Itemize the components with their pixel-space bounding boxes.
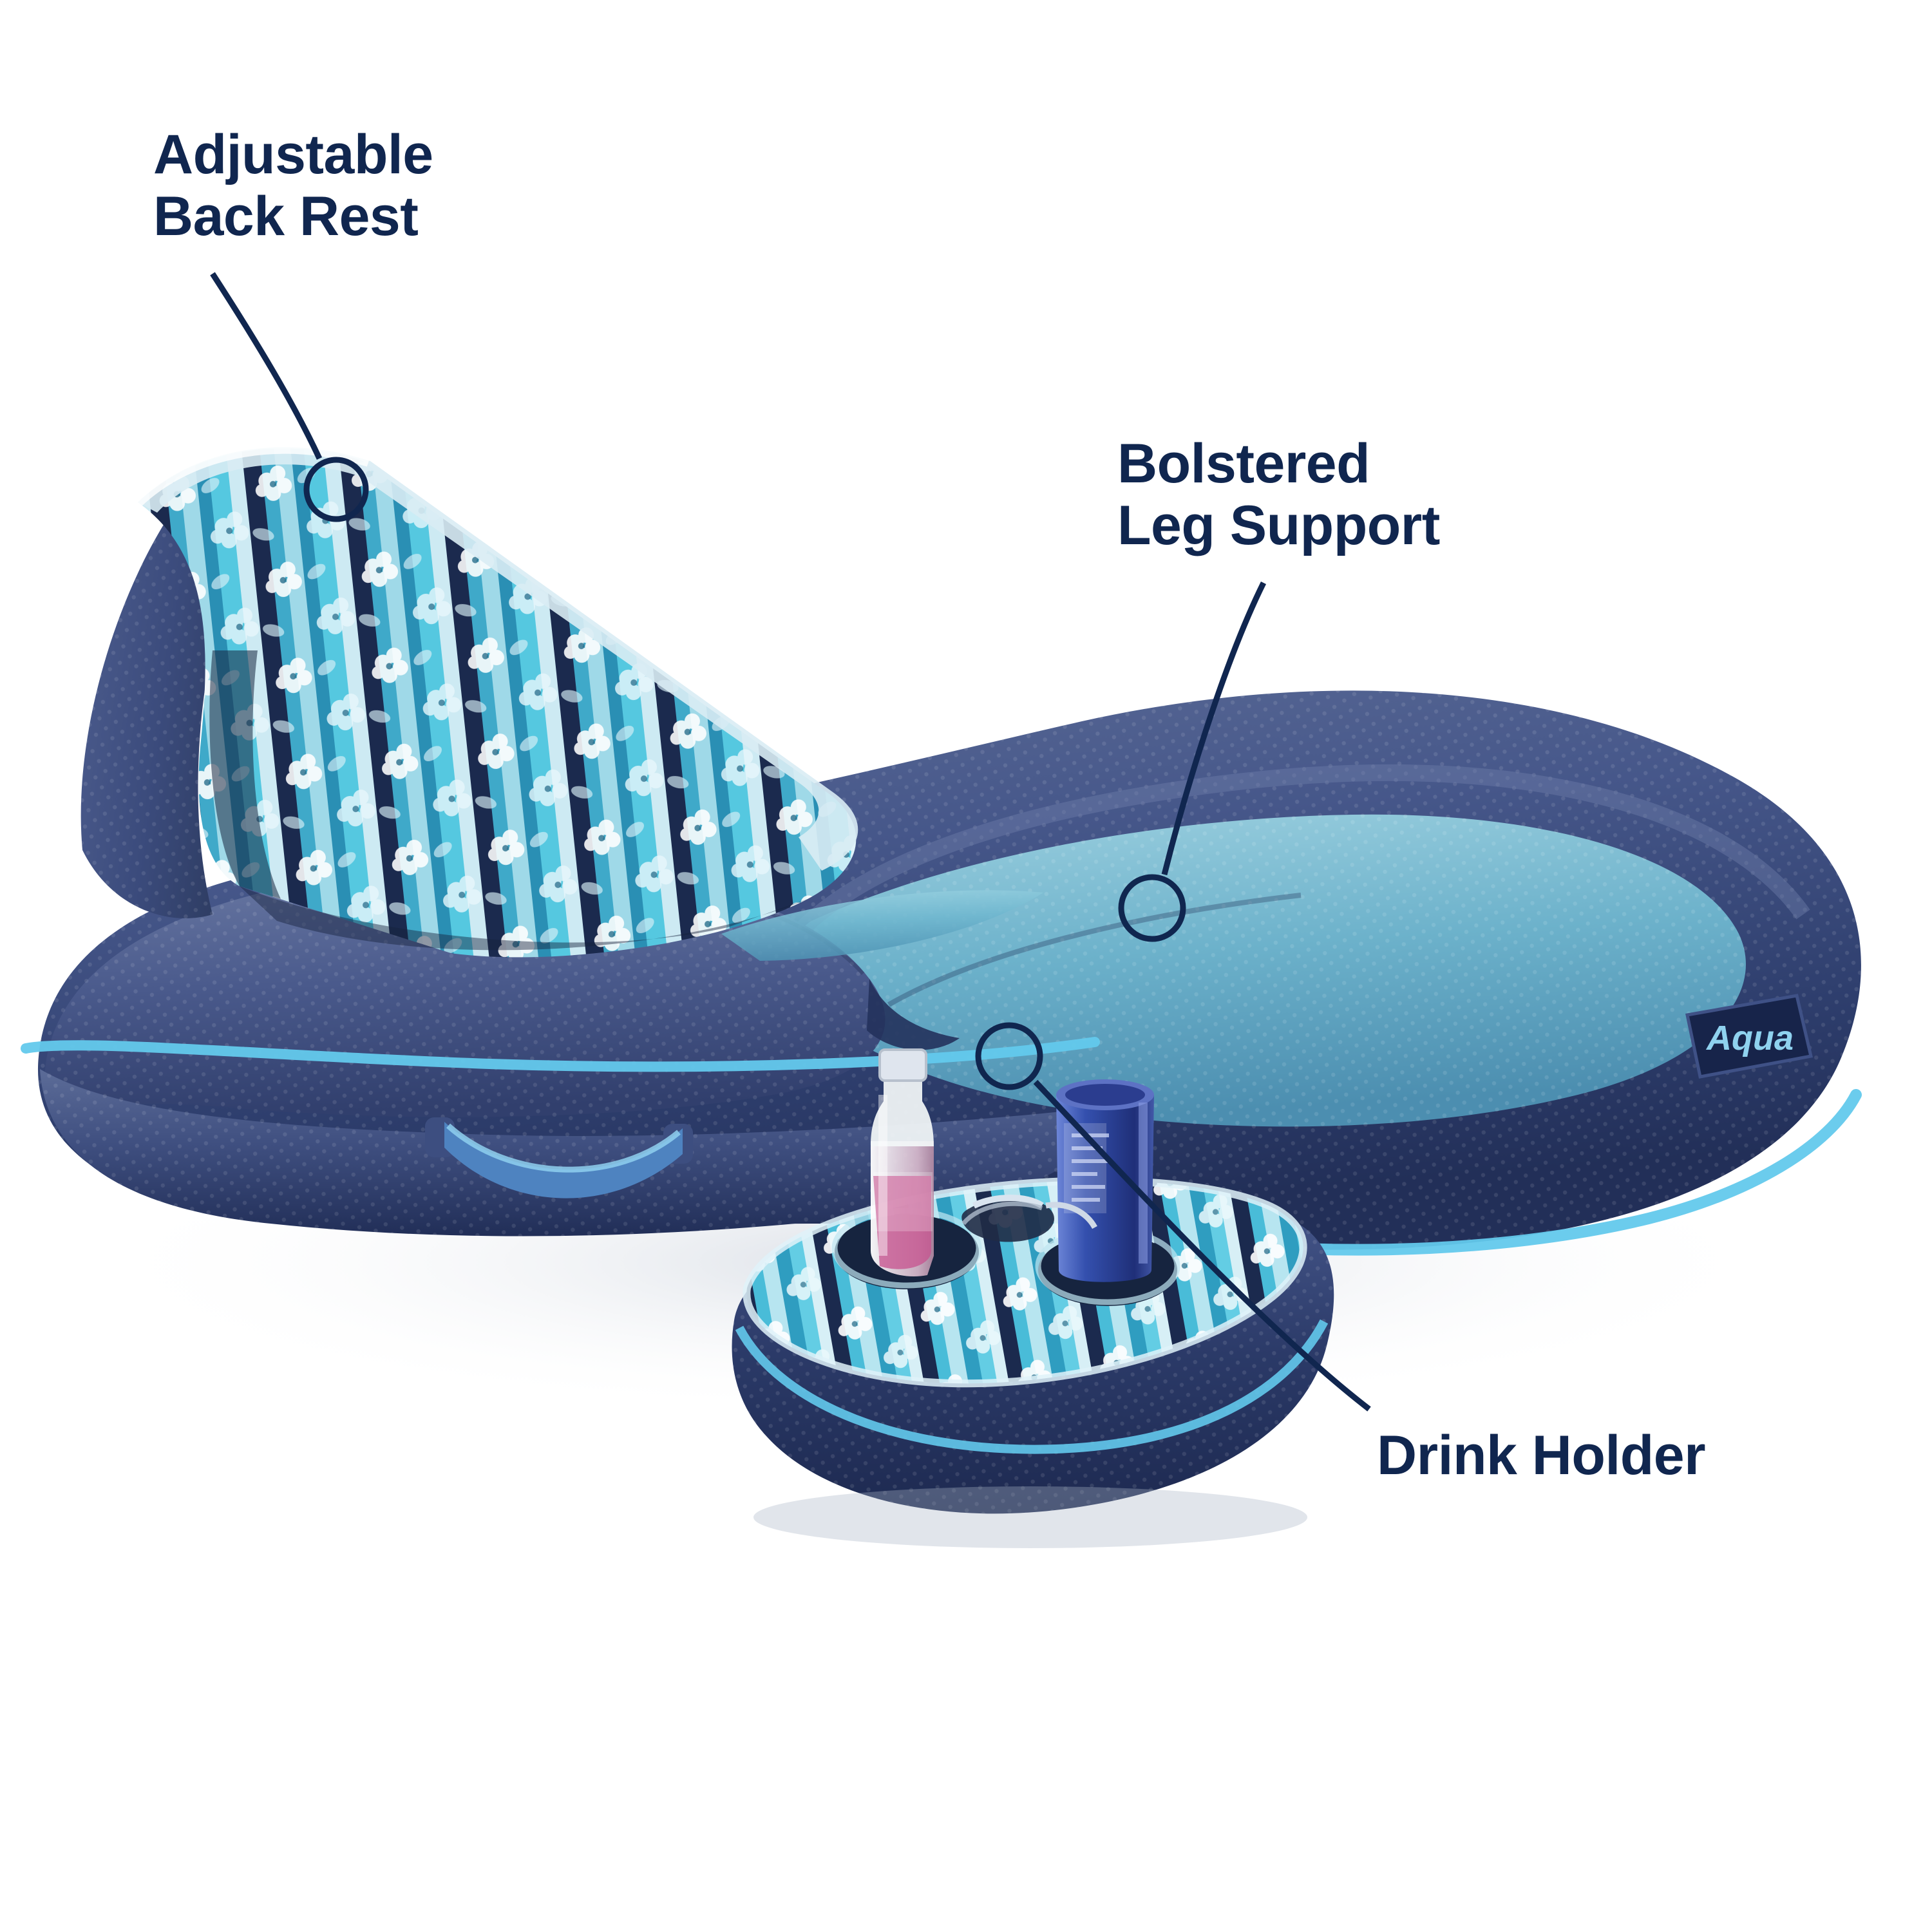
- logo-tag: Aqua: [1685, 994, 1814, 1079]
- callout-label-bolstered-leg-support: Bolstered Leg Support: [1117, 433, 1440, 557]
- bottle-cap: [880, 1050, 926, 1081]
- back-rest-print: [138, 448, 857, 958]
- drink-can: [1056, 1079, 1154, 1282]
- callout-graphics: [210, 272, 1371, 1412]
- tray-piping-lower: [735, 1319, 1329, 1454]
- leader-line-back-rest: [210, 272, 323, 460]
- callout-circle-drink-holder: [975, 1022, 1043, 1090]
- logo-tag-text: Aqua: [1705, 1019, 1794, 1057]
- callout-circle-leg-support: [1118, 874, 1186, 942]
- leader-line-drink-holder: [1033, 1079, 1371, 1412]
- water-bottle: [871, 1048, 934, 1277]
- drink-holder-tray: [732, 1048, 1334, 1548]
- callout-label-drink-holder: Drink Holder: [1377, 1425, 1706, 1486]
- leader-line-leg-support: [1161, 582, 1267, 876]
- sunglasses: [961, 1195, 1097, 1242]
- carry-handle: [425, 1117, 693, 1198]
- center-notch: [867, 979, 960, 1050]
- cyan-piping-front: [21, 1037, 1100, 1072]
- adjustable-back-rest: [80, 444, 1043, 961]
- callout-circle-back-rest: [303, 457, 369, 522]
- callout-label-adjustable-back-rest: Adjustable Back Rest: [153, 124, 433, 248]
